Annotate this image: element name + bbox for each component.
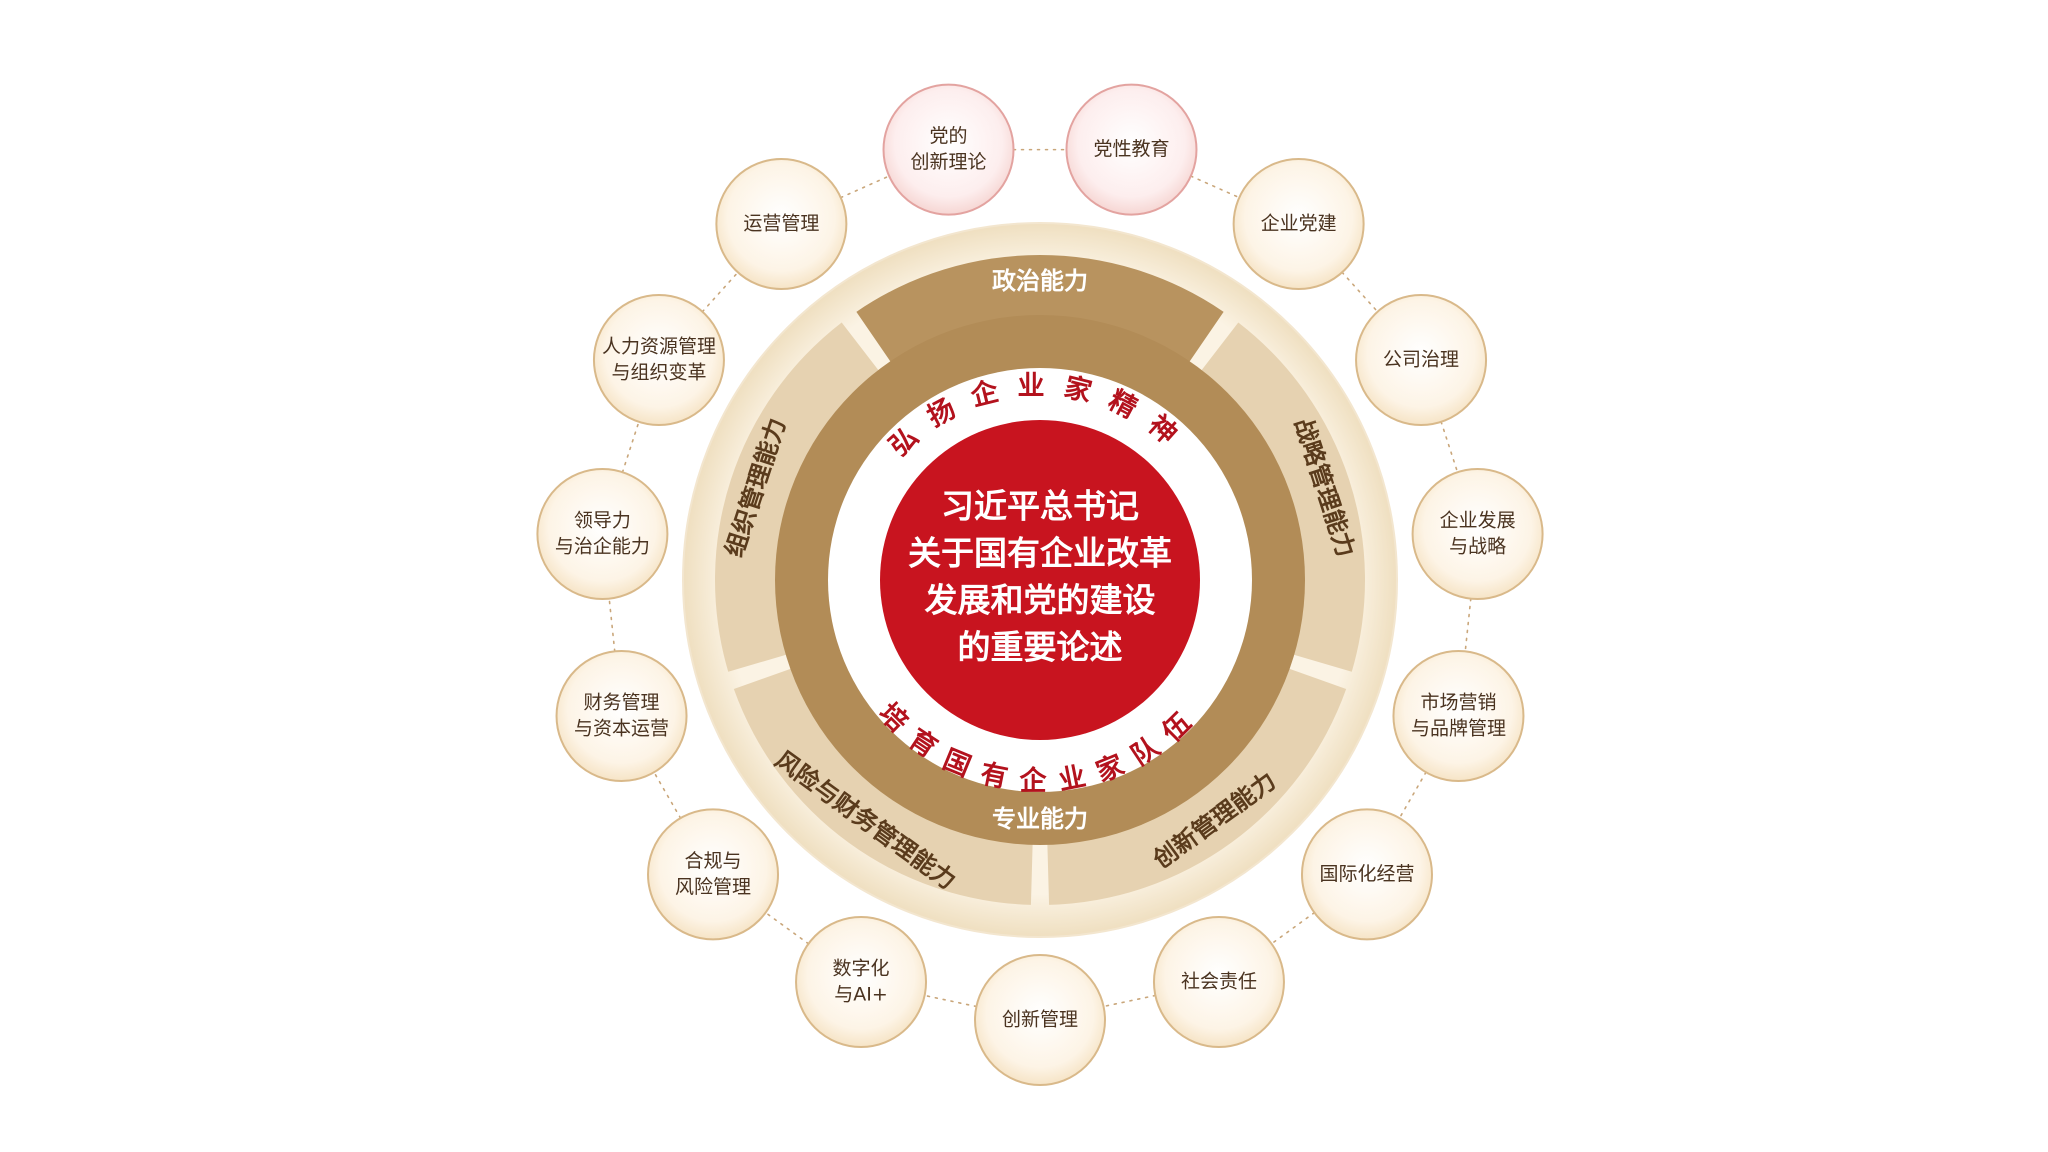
- topic-node-label: 党性教育: [1093, 138, 1169, 160]
- topic-node-circle: [974, 954, 1106, 1086]
- topic-node-label: 财务管理: [584, 691, 660, 713]
- topic-node-label: 国际化经营: [1319, 863, 1414, 885]
- topic-node-circle: [795, 915, 928, 1048]
- topic-node-label: 数字化: [833, 957, 890, 979]
- segment-label-professional: 专业能力: [992, 805, 1088, 833]
- node-connector: [1190, 175, 1241, 199]
- center-line: 关于国有企业改革: [908, 534, 1172, 573]
- node-connector: [839, 175, 890, 199]
- node-connector: [923, 994, 978, 1008]
- node-connector: [1270, 911, 1316, 945]
- center-title: 习近平总书记 关于国有企业改革 发展和党的建设 的重要论述: [908, 487, 1172, 667]
- topic-node-label: 党的: [930, 125, 968, 147]
- topic-node-circle: [882, 83, 1015, 216]
- topic-node-label: 与组织变革: [611, 362, 706, 384]
- center-line: 习近平总书记: [941, 487, 1139, 526]
- node-connector: [764, 911, 810, 945]
- topic-node-label: 与治企能力: [555, 536, 650, 558]
- topic-node-label: 创新理论: [911, 151, 987, 173]
- topic-node-label: 与资本运营: [574, 717, 669, 739]
- topic-node: 国际化经营: [1300, 808, 1433, 941]
- node-connector: [701, 271, 739, 313]
- center-circle: [880, 420, 1200, 740]
- topic-node-label: 风险管理: [675, 876, 751, 898]
- topic-node-circle: [1152, 915, 1285, 1048]
- topic-node-label: 社会责任: [1181, 970, 1257, 992]
- topic-node-label: 合规与: [685, 850, 742, 872]
- topic-node-circle: [555, 649, 688, 782]
- topic-node-label: 市场营销: [1420, 691, 1496, 713]
- topic-node-circle: [1232, 158, 1365, 291]
- topic-node: 社会责任: [1152, 915, 1285, 1048]
- connector-ring: [608, 148, 1472, 1008]
- topic-node-label: 创新管理: [1002, 1009, 1078, 1031]
- topic-node-circle: [647, 808, 780, 941]
- topic-node-circle: [592, 294, 725, 426]
- topic-node-label: 运营管理: [743, 213, 819, 235]
- node-connector: [1440, 421, 1459, 473]
- topic-node: 运营管理: [715, 158, 848, 291]
- topic-node-circle: [715, 158, 848, 291]
- node-connector: [608, 597, 616, 653]
- center-line: 的重要论述: [958, 628, 1123, 667]
- topic-node-circle: [1300, 808, 1433, 941]
- topic-node: 创新管理: [974, 954, 1106, 1086]
- topic-node-circle: [1355, 294, 1488, 426]
- node-connector: [1464, 597, 1472, 653]
- center-line: 发展和党的建设: [925, 581, 1156, 620]
- segment-label-political: 政治能力: [992, 267, 1088, 295]
- topic-node-circle: [1392, 649, 1525, 782]
- topic-node: 公司治理: [1355, 294, 1488, 426]
- topic-node: 企业党建: [1232, 158, 1365, 291]
- topic-node: 党性教育: [1065, 83, 1198, 216]
- topic-node-label: 企业发展: [1440, 510, 1516, 532]
- topic-node-label: 企业党建: [1261, 213, 1337, 235]
- topic-node-circle: [1065, 83, 1198, 216]
- topic-node-label: 与品牌管理: [1411, 717, 1506, 739]
- topic-node-circle: [1411, 468, 1544, 601]
- node-connector: [653, 771, 682, 819]
- node-connector: [621, 421, 640, 473]
- topic-node-label: 公司治理: [1383, 349, 1459, 371]
- topic-node-label: 与战略: [1449, 536, 1506, 558]
- node-connector: [1398, 771, 1427, 819]
- node-connector: [1341, 271, 1379, 313]
- topic-node-circle: [536, 468, 669, 601]
- topic-node-label: 领导力: [574, 510, 631, 532]
- topic-node-label: 与AI+: [834, 983, 888, 1005]
- node-connector: [1102, 994, 1157, 1008]
- topic-node-label: 人力资源管理: [602, 336, 716, 358]
